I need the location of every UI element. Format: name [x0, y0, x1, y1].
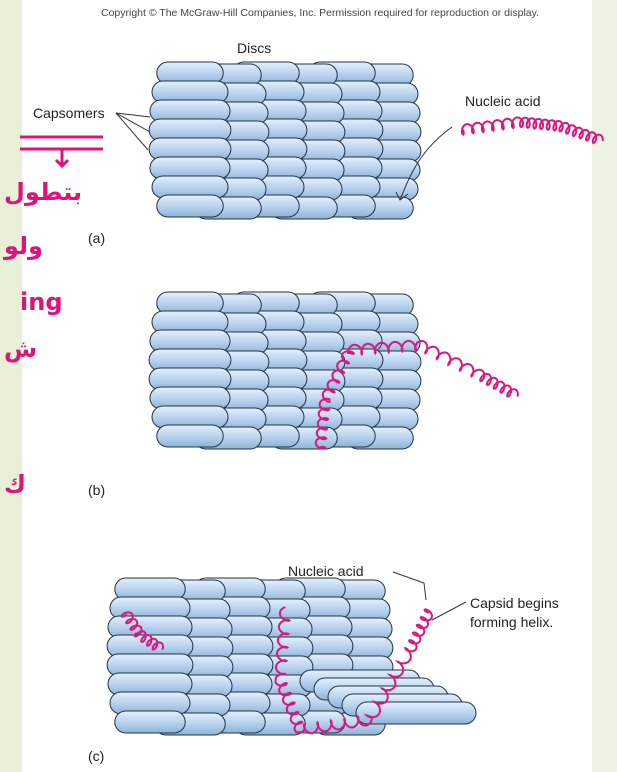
handwritten-note-4: ش: [4, 335, 37, 363]
panel-label-c: (c): [88, 748, 104, 764]
panel-label-a: (a): [88, 230, 105, 246]
capsomer-disc-stack-a: [149, 62, 421, 219]
capsomer-disc-stack-b: [149, 292, 421, 449]
nucleic-acid-label-a: Nucleic acid: [465, 93, 540, 109]
handwritten-note-2: ولو: [4, 232, 43, 260]
capsomer: [356, 702, 476, 724]
nucleic-acid-coil-a: [462, 117, 603, 143]
nucleic-acid-label-c: Nucleic acid: [288, 563, 363, 579]
handwritten-note-1: بتطول: [4, 178, 82, 206]
capsomer: [115, 711, 185, 733]
discs-label: Discs: [237, 40, 271, 56]
capsid-helix-label-line1: Capsid begins: [470, 595, 559, 611]
handwritten-underline: [20, 137, 103, 166]
capsid-helix-label-line2: forming helix.: [470, 614, 553, 630]
panel-label-b: (b): [88, 482, 105, 498]
handwritten-note-5: ك: [4, 470, 26, 498]
capsomer-disc-stack-c: [107, 578, 476, 735]
capsomer: [157, 195, 223, 217]
capsomer: [157, 425, 223, 447]
handwritten-note-3: ing: [20, 288, 63, 316]
capsomers-label: Capsomers: [33, 105, 105, 121]
